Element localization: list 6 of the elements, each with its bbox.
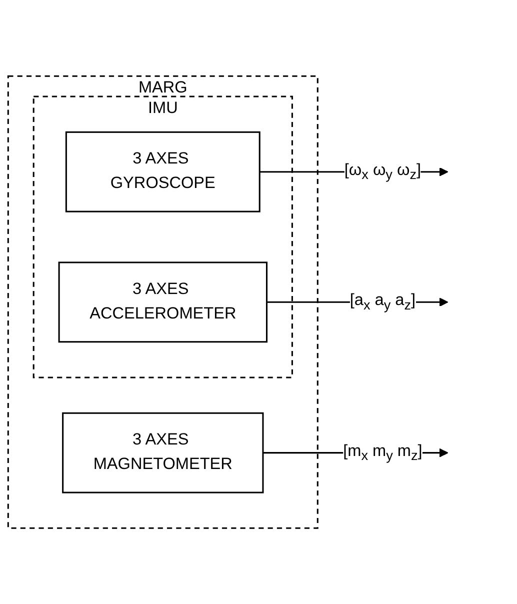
edge-label: [m$_{x}$ m$_{y}$ m$_{z}$]: [343, 442, 422, 463]
node-box: 3 AXES ACCELEROMETER: [58, 262, 268, 342]
edge-label: [a$_{x}$ a$_{y}$ a$_{z}$]: [350, 292, 416, 312]
node-box: 3 AXES MAGNETOMETER: [62, 412, 264, 494]
node-box: 3 AXES GYROSCOPE: [65, 131, 260, 212]
edge-label: [ω$_{x}$ ω$_{y}$ ω$_{z}$]: [344, 161, 422, 182]
